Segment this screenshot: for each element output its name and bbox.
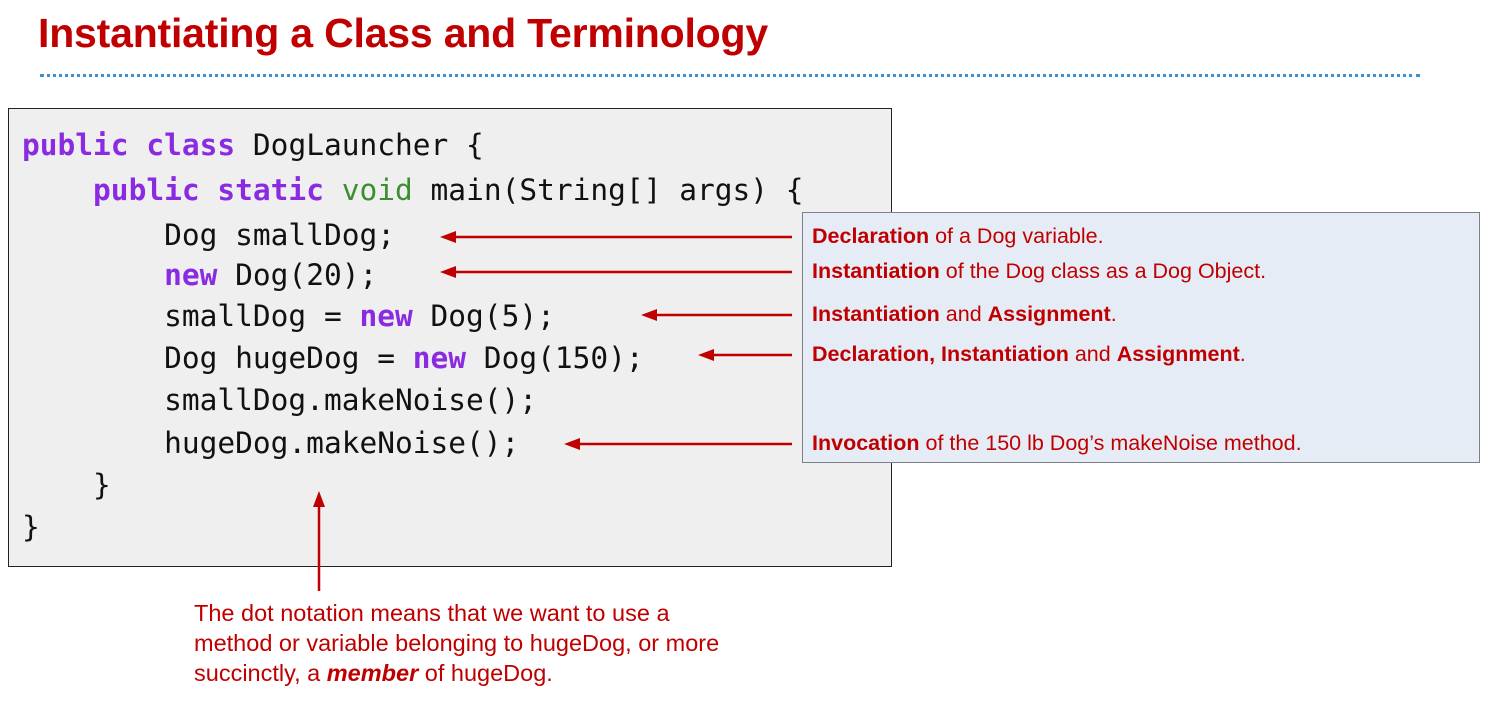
code-text: Dog(5); <box>412 299 555 333</box>
note-line-2: method or variable belonging to hugeDog,… <box>194 630 720 656</box>
code-text: } <box>22 510 40 544</box>
arrow-dot-notation <box>313 491 325 591</box>
note-line-3: succinctly, a member of hugeDog. <box>194 658 894 688</box>
annotation-desc: and <box>1068 342 1117 366</box>
code-text: smallDog = <box>164 299 360 333</box>
code-text: } <box>93 468 111 502</box>
code-line: } <box>22 467 111 503</box>
note-line-1: The dot notation means that we want to u… <box>194 600 670 626</box>
annotation-term: Assignment <box>1116 342 1240 366</box>
note-line-3-post: of hugeDog. <box>418 660 553 686</box>
annotation-desc: of the 150 lb Dog’s makeNoise method. <box>919 431 1302 455</box>
annotation-term: Instantiation <box>812 302 940 326</box>
annotation-text: Declaration of a Dog variable. <box>812 223 1104 249</box>
annotation-term: Declaration, Instantiation <box>812 342 1069 366</box>
code-text: main(String[] args) { <box>412 173 804 207</box>
code-text: DogLauncher { <box>235 128 484 162</box>
annotation-term: Declaration <box>812 224 930 248</box>
code-line: smallDog = new Dog(5); <box>22 298 555 334</box>
code-keyword: new <box>359 299 413 333</box>
arrow-instantiation <box>440 266 792 278</box>
note-line-3-pre: succinctly, a <box>194 660 327 686</box>
code-line: public class DogLauncher { <box>22 127 484 163</box>
code-type: void <box>341 173 413 207</box>
annotation-text: Instantiation of the Dog class as a Dog … <box>812 258 1266 284</box>
annotation-term: Invocation <box>812 431 920 455</box>
annotation-text: Declaration, Instantiation and Assignmen… <box>812 341 1246 367</box>
code-text: Dog(20); <box>217 258 378 292</box>
annotation-desc: . <box>1239 342 1246 366</box>
code-block <box>8 108 892 567</box>
code-text: Dog smallDog; <box>164 218 395 252</box>
arrow-instantiation-assignment <box>641 309 792 321</box>
arrow-invocation <box>564 438 792 450</box>
title-divider <box>40 74 1420 77</box>
annotation-desc: of the Dog class as a Dog Object. <box>939 259 1267 283</box>
member-term: member <box>326 660 419 686</box>
annotation-box <box>802 212 1480 463</box>
code-line: } <box>22 509 40 545</box>
arrow-declaration <box>440 231 792 243</box>
annotation-text: Invocation of the 150 lb Dog’s makeNoise… <box>812 430 1302 456</box>
code-text: Dog(150); <box>466 341 644 375</box>
arrow-declaration-instantiation-assignment <box>698 349 792 361</box>
code-line: smallDog.makeNoise(); <box>22 382 537 418</box>
code-text: smallDog.makeNoise(); <box>164 383 538 417</box>
code-line: hugeDog.makeNoise(); <box>22 425 519 461</box>
code-keyword: new <box>164 258 218 292</box>
code-keyword: static <box>217 173 324 207</box>
code-line: new Dog(20); <box>22 257 377 293</box>
annotation-term: Instantiation <box>812 259 940 283</box>
code-text: hugeDog.makeNoise(); <box>164 426 520 460</box>
code-keyword: class <box>146 128 236 162</box>
annotation-term: Assignment <box>987 302 1111 326</box>
code-line: Dog smallDog; <box>22 217 395 253</box>
code-line: public static void main(String[] args) { <box>22 172 804 208</box>
annotation-text: Instantiation and Assignment. <box>812 301 1117 327</box>
code-keyword: public <box>22 128 129 162</box>
code-text: Dog hugeDog = <box>164 341 413 375</box>
code-line: Dog hugeDog = new Dog(150); <box>22 340 644 376</box>
annotation-desc: . <box>1110 302 1117 326</box>
slide-title: Instantiating a Class and Terminology <box>38 10 768 56</box>
code-keyword: new <box>412 341 467 375</box>
code-keyword: public <box>93 173 200 207</box>
dot-notation-note: The dot notation means that we want to u… <box>194 598 894 688</box>
annotation-desc: of a Dog variable. <box>929 224 1104 248</box>
annotation-desc: and <box>939 302 988 326</box>
